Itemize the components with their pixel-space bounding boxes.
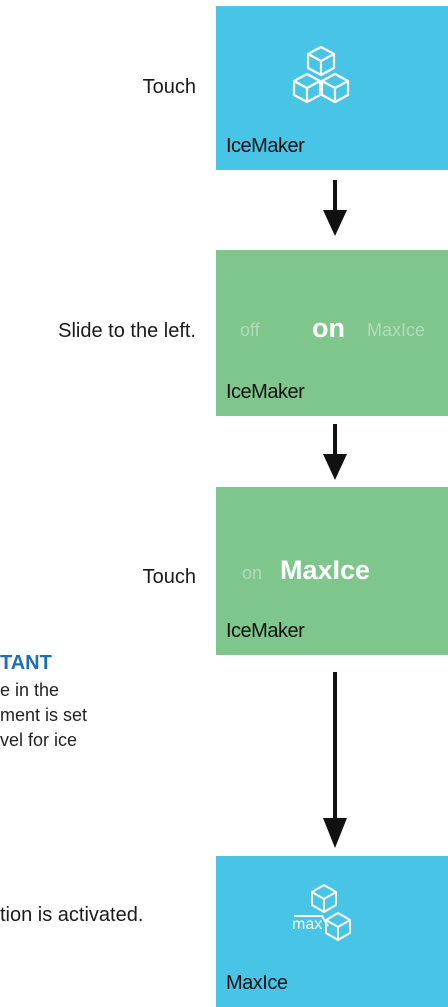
tile-label: IceMaker <box>226 620 305 642</box>
important-line: ment is set <box>0 705 88 725</box>
step-3-instruction: Touch <box>142 566 196 588</box>
arrow-down-icon <box>323 180 347 236</box>
arrow-down-icon <box>323 672 347 848</box>
step-2-instruction: Slide to the left. <box>58 320 196 342</box>
result-instruction: tion is activated. <box>0 904 144 926</box>
arrow-down-icon <box>323 424 347 480</box>
maxice-tile[interactable]: max MaxIce <box>216 856 448 1007</box>
tile-label: IceMaker <box>226 381 305 403</box>
option-maxice[interactable]: MaxIce <box>367 320 426 340</box>
ice-cubes-icon <box>292 45 350 104</box>
important-line: e in the <box>0 680 60 700</box>
option-maxice[interactable]: MaxIce <box>280 555 371 585</box>
tile-label: MaxIce <box>226 972 288 994</box>
tile-label: IceMaker <box>226 135 305 157</box>
step-1-instruction: Touch <box>142 76 196 98</box>
important-title: TANT <box>0 652 52 674</box>
important-line: vel for ice <box>0 730 78 750</box>
max-ice-icon <box>294 884 351 941</box>
icemaker-tile[interactable]: IceMaker <box>216 6 448 170</box>
icemaker-slider-tile[interactable]: off on MaxIce IceMaker <box>216 250 448 416</box>
option-on[interactable]: on <box>242 563 263 583</box>
option-on[interactable]: on <box>312 313 345 343</box>
option-off[interactable]: off <box>240 320 260 340</box>
icemaker-maxice-tile[interactable]: on MaxIce IceMaker <box>216 487 448 655</box>
max-icon-text: max <box>292 916 323 933</box>
